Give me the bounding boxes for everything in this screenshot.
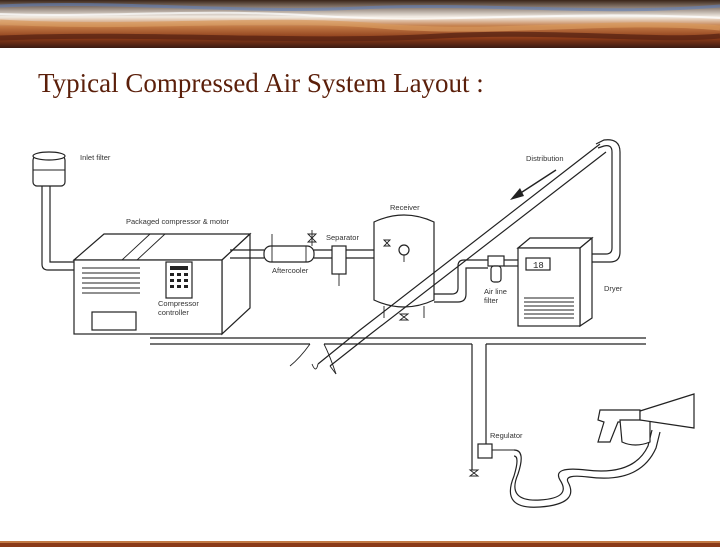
air-line-filter-label-2: filter <box>484 296 499 305</box>
footer-strip-art <box>0 541 720 547</box>
receiver-tank <box>374 215 434 320</box>
regulator <box>470 344 514 476</box>
air-line-filter-label-1: Air line <box>484 287 507 296</box>
separator-label: Separator <box>326 233 359 242</box>
inlet-filter-label: Inlet filter <box>80 153 111 162</box>
header-banner <box>0 0 720 48</box>
dryer-outlet-pipe <box>592 146 612 254</box>
dryer-display: 18 <box>533 261 544 271</box>
packaged-compressor-label: Packaged compressor & motor <box>126 217 229 226</box>
slide-title: Typical Compressed Air System Layout : <box>38 68 484 99</box>
spray-gun <box>598 394 694 445</box>
regulator-label: Regulator <box>490 431 523 440</box>
compressed-air-diagram: Inlet filter Packaged compressor & motor… <box>0 130 720 530</box>
packaged-compressor <box>74 234 250 334</box>
dryer-label: Dryer <box>604 284 623 293</box>
receiver-outlet-pipe <box>434 260 488 294</box>
header-banner-art <box>0 0 720 48</box>
diagram-svg: Inlet filter Packaged compressor & motor… <box>0 130 720 530</box>
footer-strip <box>0 534 720 540</box>
distribution-label: Distribution <box>526 154 564 163</box>
dryer <box>518 238 592 326</box>
aftercooler-label: Aftercooler <box>272 266 309 275</box>
receiver-label: Receiver <box>390 203 420 212</box>
air-line-filter <box>488 256 518 282</box>
compressor-controller-label-1: Compressor <box>158 299 199 308</box>
main-header-pipe <box>150 338 646 374</box>
compressor-controller-label-2: controller <box>158 308 189 317</box>
inlet-filter <box>33 152 74 270</box>
